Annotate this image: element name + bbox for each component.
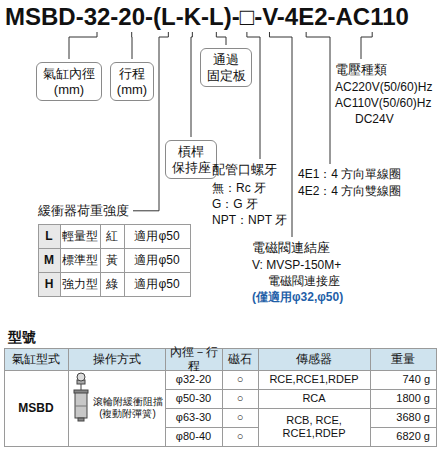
table-cell: 磁石: [222, 348, 258, 370]
label-text: 電磁閥連結座: [252, 240, 330, 256]
leader-line: [216, 32, 226, 45]
table-cell: φ50-30: [165, 389, 222, 408]
table-cell: 滾輪附緩衝阻擋 (複動附彈簧): [91, 370, 164, 446]
table-cell: 標準型: [60, 248, 100, 272]
table-cell: RCB, RCE, RCE1,RDEP: [258, 408, 370, 446]
table-cell: 綠: [100, 272, 124, 296]
label-text: 緩衝器荷重強度: [38, 203, 129, 219]
table-cell: 黃: [100, 248, 124, 272]
label-text: V: MVSP-150M+: [252, 258, 341, 272]
table-cell: 操作方式: [68, 348, 165, 370]
label-text: 4E1：4 方向單線圈: [298, 167, 401, 181]
leader-line: [269, 32, 292, 237]
table-cell: 1800 g: [370, 389, 436, 408]
callout-box: 槓桿 保持座: [165, 140, 217, 179]
table-cell: 3680 g: [370, 408, 436, 427]
label-text: 4E2：4 方向雙線圈: [298, 184, 401, 198]
table-cell: 適用φ50: [124, 248, 190, 272]
label-text: 無：Rc 牙: [212, 181, 266, 195]
label-text: DC24V: [355, 112, 394, 126]
callout-text: 氣缸內徑 (mm): [42, 66, 96, 97]
leader-line: [133, 32, 168, 211]
table-cell: φ32-20: [165, 370, 222, 389]
model-code: MSBD-32-20-(L-K-L)-□-V-4E2-AC110: [5, 3, 409, 32]
leader-line: [191, 32, 192, 137]
callout-box: 行程 (mm): [110, 62, 154, 101]
table-cell: H: [38, 272, 60, 296]
callout-text: 行程 (mm): [116, 66, 148, 97]
callout-text: 槓桿 保持座: [171, 144, 211, 175]
label-text: 電磁閥連接座: [268, 274, 340, 288]
table-cell: ○: [222, 389, 258, 408]
table-cell: 內徑－行程: [165, 348, 222, 370]
table-cell: ○: [222, 427, 258, 446]
table-cell: 強力型: [60, 272, 100, 296]
table-cell: 紅: [100, 224, 124, 248]
table-cell: RCA: [258, 389, 370, 408]
table-cell: M: [38, 248, 60, 272]
label-text: (僅適用φ32,φ50): [252, 290, 343, 304]
label-text: AC220V(50/60)Hz: [335, 80, 432, 94]
label-text: G：G 牙: [212, 197, 258, 211]
label-text: 電壓種類: [335, 62, 387, 78]
leader-line: [69, 32, 97, 59]
label-text: 型號: [8, 329, 36, 346]
model-table: [5, 349, 437, 447]
table-cell: φ63-30: [165, 408, 222, 427]
callout-box: 通過 固定板: [200, 48, 252, 87]
table-cell: 重量: [370, 348, 436, 370]
leader-line: [131, 32, 132, 59]
cylinder-icon: [74, 373, 88, 421]
label-text: NPT：NPT 牙: [212, 213, 287, 227]
label-text: 配管口螺牙: [212, 162, 277, 178]
table-cell: ○: [222, 408, 258, 427]
callout-text: 通過 固定板: [206, 52, 246, 83]
table-cell: 傳感器: [258, 348, 370, 370]
table-cell: ○: [222, 370, 258, 389]
table-cell: RCE,RCE1,RDEP: [258, 370, 370, 389]
table-cell: MSBD: [4, 370, 68, 446]
leader-line: [306, 32, 330, 164]
table-cell: 輕量型: [60, 224, 100, 248]
leader-line: [361, 32, 372, 59]
callout-box: 氣缸內徑 (mm): [36, 62, 102, 101]
table-cell: L: [38, 224, 60, 248]
table-cell: 氣缸型式: [4, 348, 68, 370]
table-cell: 適用φ50: [124, 224, 190, 248]
buffer-table: [39, 225, 191, 297]
table-cell: 適用φ50: [124, 272, 190, 296]
table-cell: 6820 g: [370, 427, 436, 446]
table-cell: φ80-40: [165, 427, 222, 446]
label-text: AC110V(50/60)Hz: [335, 96, 432, 110]
table-cell: 740 g: [370, 370, 436, 389]
